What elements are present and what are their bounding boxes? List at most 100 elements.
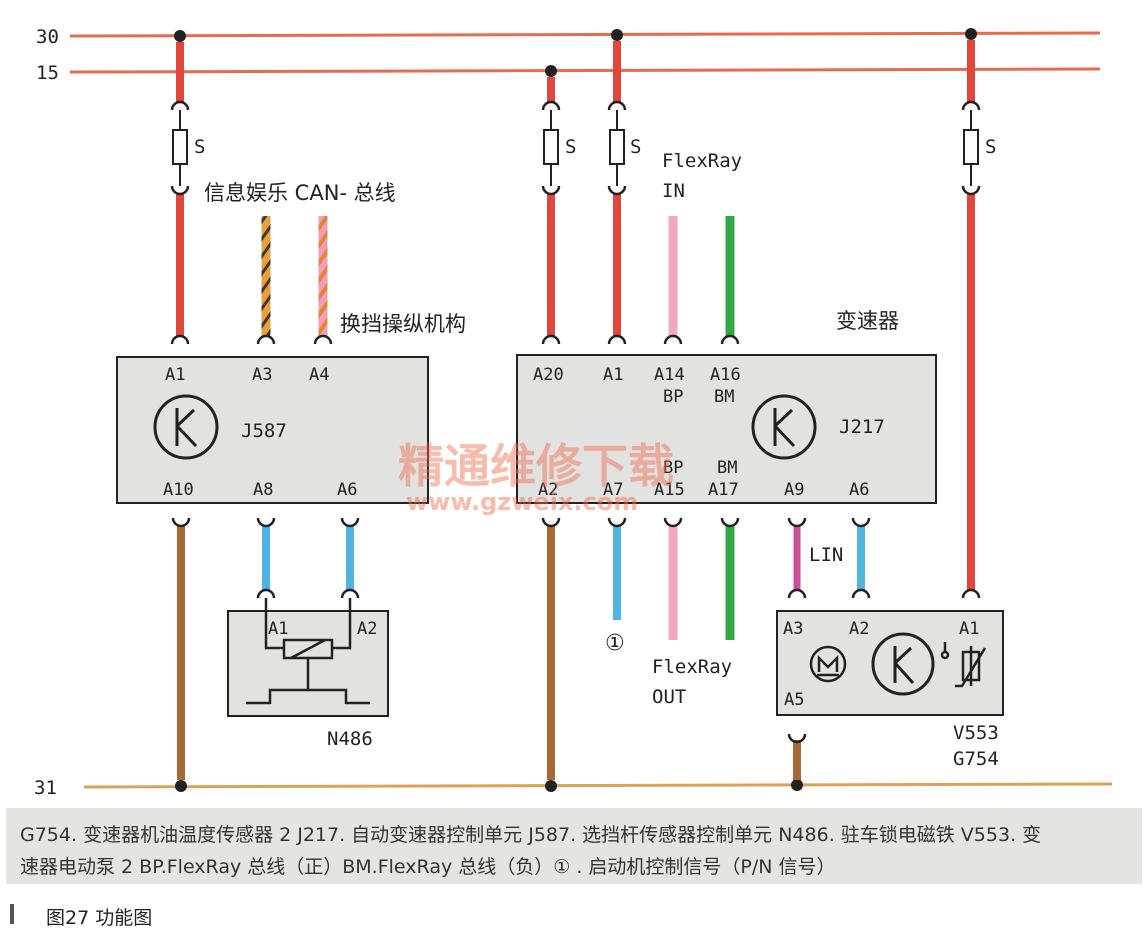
j217-pin-a20: A20 — [533, 365, 564, 385]
junction-dot — [174, 30, 186, 42]
solenoid-lead-right — [332, 598, 352, 650]
fuse-cap — [961, 100, 981, 111]
j587-pin-a8: A8 — [253, 480, 273, 500]
connector-cap — [787, 517, 807, 528]
thermistor-icon — [940, 642, 987, 688]
j587-name: J587 — [241, 420, 287, 442]
connector-cap — [541, 334, 561, 345]
connector-cap — [851, 588, 871, 599]
j217-pin-a17: A17 — [708, 480, 739, 500]
v553-pin-a3: A3 — [783, 619, 803, 639]
figure-label: 图27 功能图 — [46, 907, 153, 929]
j217-pin-a2: A2 — [538, 480, 558, 500]
v553-module: A3 A2 A1 A5 V553 G754 — [776, 610, 1004, 770]
n486-pin-a2: A2 — [357, 619, 377, 639]
fuse-mid1: S — [541, 100, 576, 196]
connector-cap — [256, 517, 276, 528]
j217-module: A20 A1 A14 A16 BP BM BP BM A2 A7 A15 A17… — [516, 354, 937, 504]
motor-icon — [809, 645, 847, 683]
connector-cap — [313, 334, 333, 345]
watermark-url: www.gzweix.com — [406, 488, 638, 516]
connector-cap — [170, 334, 190, 345]
j217-pin-a15: A15 — [654, 480, 685, 500]
fuse-mid1-label: S — [565, 136, 576, 158]
flexray-out-label-1: FlexRay — [652, 656, 732, 678]
n486-pin-a1: A1 — [268, 619, 288, 639]
junction-dot — [791, 779, 803, 791]
transistor-collector — [175, 408, 196, 428]
flexray-in-label-1: FlexRay — [662, 150, 742, 172]
connector-cap — [340, 517, 360, 528]
watermark: 精通维修下载 www.gzweix.com — [398, 439, 674, 516]
fuse-cap — [170, 185, 190, 196]
transistor-emitter — [773, 424, 796, 448]
j217-pin-bp-bottom: BP — [663, 458, 683, 478]
transistor-emitter — [893, 661, 915, 685]
g754-name: G754 — [953, 748, 999, 770]
fuse-cap — [961, 185, 981, 196]
j217-pin-bm-bottom: BM — [717, 458, 737, 478]
j217-pin-bp-top: BP — [663, 387, 683, 407]
caption-box: G754. 变速器机油温度传感器 2 J217. 自动变速器控制单元 J587.… — [6, 808, 1142, 884]
j217-pin-a6: A6 — [849, 480, 869, 500]
j217-pin-bm-top: BM — [714, 387, 734, 407]
rail-31-label: 31 — [34, 777, 57, 799]
connector-cap — [720, 517, 740, 528]
j587-pin-a4: A4 — [309, 365, 329, 385]
v553-box — [776, 610, 1004, 716]
fuse-cap — [541, 185, 561, 196]
connector-cap — [720, 334, 740, 345]
j587-pin-a6: A6 — [337, 480, 357, 500]
caption-line-1: G754. 变速器机油温度传感器 2 J217. 自动变速器控制单元 J587.… — [20, 824, 1042, 846]
flexray-in-label-2: IN — [662, 180, 685, 202]
connector-caps — [170, 334, 981, 744]
fuse-body — [963, 129, 979, 165]
n486-module: A1 A2 N486 — [227, 598, 389, 750]
thermistor-body — [961, 650, 981, 682]
fuse-cap — [170, 100, 190, 111]
transistor-circle — [871, 632, 935, 696]
fuse-mid2: S — [607, 100, 641, 196]
junction-dot — [611, 29, 623, 41]
j217-pin-a16: A16 — [710, 365, 741, 385]
j217-pin-a9: A9 — [784, 480, 804, 500]
j217-pin-a7: A7 — [603, 480, 623, 500]
junction-dot — [545, 65, 557, 77]
v553-name: V553 — [953, 722, 999, 744]
rail-15-label: 15 — [36, 62, 59, 84]
junction-dot — [965, 28, 977, 40]
connector-cap — [256, 588, 276, 599]
connector-cap — [256, 334, 276, 345]
connector-cap — [663, 517, 683, 528]
fuse-body — [609, 129, 625, 165]
connector-cap — [607, 517, 627, 528]
connector-cap — [787, 733, 807, 744]
fuse-cap — [541, 100, 561, 111]
figure-bar — [10, 904, 14, 924]
v553-pin-a1: A1 — [959, 619, 979, 639]
wiring-diagram: 30 15 31 — [34, 26, 1113, 799]
j587-pin-a10: A10 — [163, 480, 194, 500]
infotainment-can-label: 信息娱乐 CAN- 总线 — [204, 181, 396, 205]
v553-pin-a5: A5 — [784, 690, 804, 710]
j217-name: J217 — [839, 416, 885, 438]
rail-30-label: 30 — [36, 26, 59, 48]
rail-30 — [69, 31, 1101, 38]
flexray-out-label-2: OUT — [652, 686, 686, 708]
lin-label: LIN — [809, 544, 843, 566]
connector-cap — [607, 334, 627, 345]
connector-cap — [851, 517, 871, 528]
junction-dots — [174, 28, 977, 792]
transistor-icon — [153, 394, 219, 460]
motor-m — [817, 654, 839, 672]
watermark-cn: 精通维修下载 — [398, 439, 674, 493]
solenoid-icon — [246, 598, 370, 705]
transmission-label: 变速器 — [836, 309, 899, 333]
rails: 30 15 31 — [34, 26, 1113, 799]
junction-dot — [545, 780, 557, 792]
motor-circle — [809, 645, 847, 683]
connector-cap — [340, 588, 360, 599]
fuse-left: S — [170, 100, 205, 196]
caption-line-2: 速器电动泵 2 BP.FlexRay 总线（正）BM.FlexRay 总线（负）… — [20, 856, 836, 878]
